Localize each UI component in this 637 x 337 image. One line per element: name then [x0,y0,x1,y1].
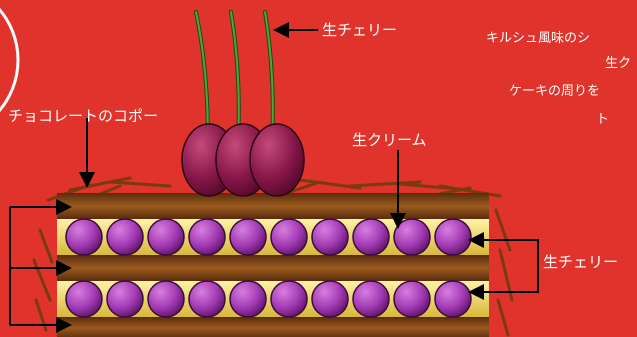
cherry-stems [196,12,273,140]
cherry-ball [435,219,471,255]
sponge-layer-bottom [57,317,489,337]
cherry-ball [66,281,102,317]
cherry-ball [189,219,225,255]
cherry-ball [107,219,143,255]
label-chocolate-copeaux: チョコレートのコポー [8,107,158,125]
label-cherry-inner: 生チェリー [543,253,618,271]
note-line-2: 生ク [605,56,631,72]
cherry-ball [148,219,184,255]
note-line-3: ケーキの周りを [509,84,600,100]
cherry-ball [353,281,389,317]
top-cherries [182,124,304,196]
cherry-ball [312,219,348,255]
label-fresh-cream: 生クリーム [352,131,427,149]
cherry-ball [312,281,348,317]
label-cherry-stem: 生チェリー [322,21,397,39]
sponge-layer-middle [57,255,489,281]
note-line-1: キルシュ風味のシ [486,31,590,47]
cherry-ball [66,219,102,255]
sponge-layer-top [57,193,489,219]
cherry-ball [230,281,266,317]
cherry-ball [435,281,471,317]
cherry-ball [394,219,430,255]
note-line-4: ト [596,112,609,128]
cherry-ball [189,281,225,317]
cherry-ball [271,281,307,317]
cherry-ball [353,219,389,255]
cherry-ball [230,219,266,255]
cherry-ball [394,281,430,317]
cherry-ball [271,219,307,255]
cherry-ball [107,281,143,317]
top-cherry [250,124,304,196]
cherry-ball [148,281,184,317]
